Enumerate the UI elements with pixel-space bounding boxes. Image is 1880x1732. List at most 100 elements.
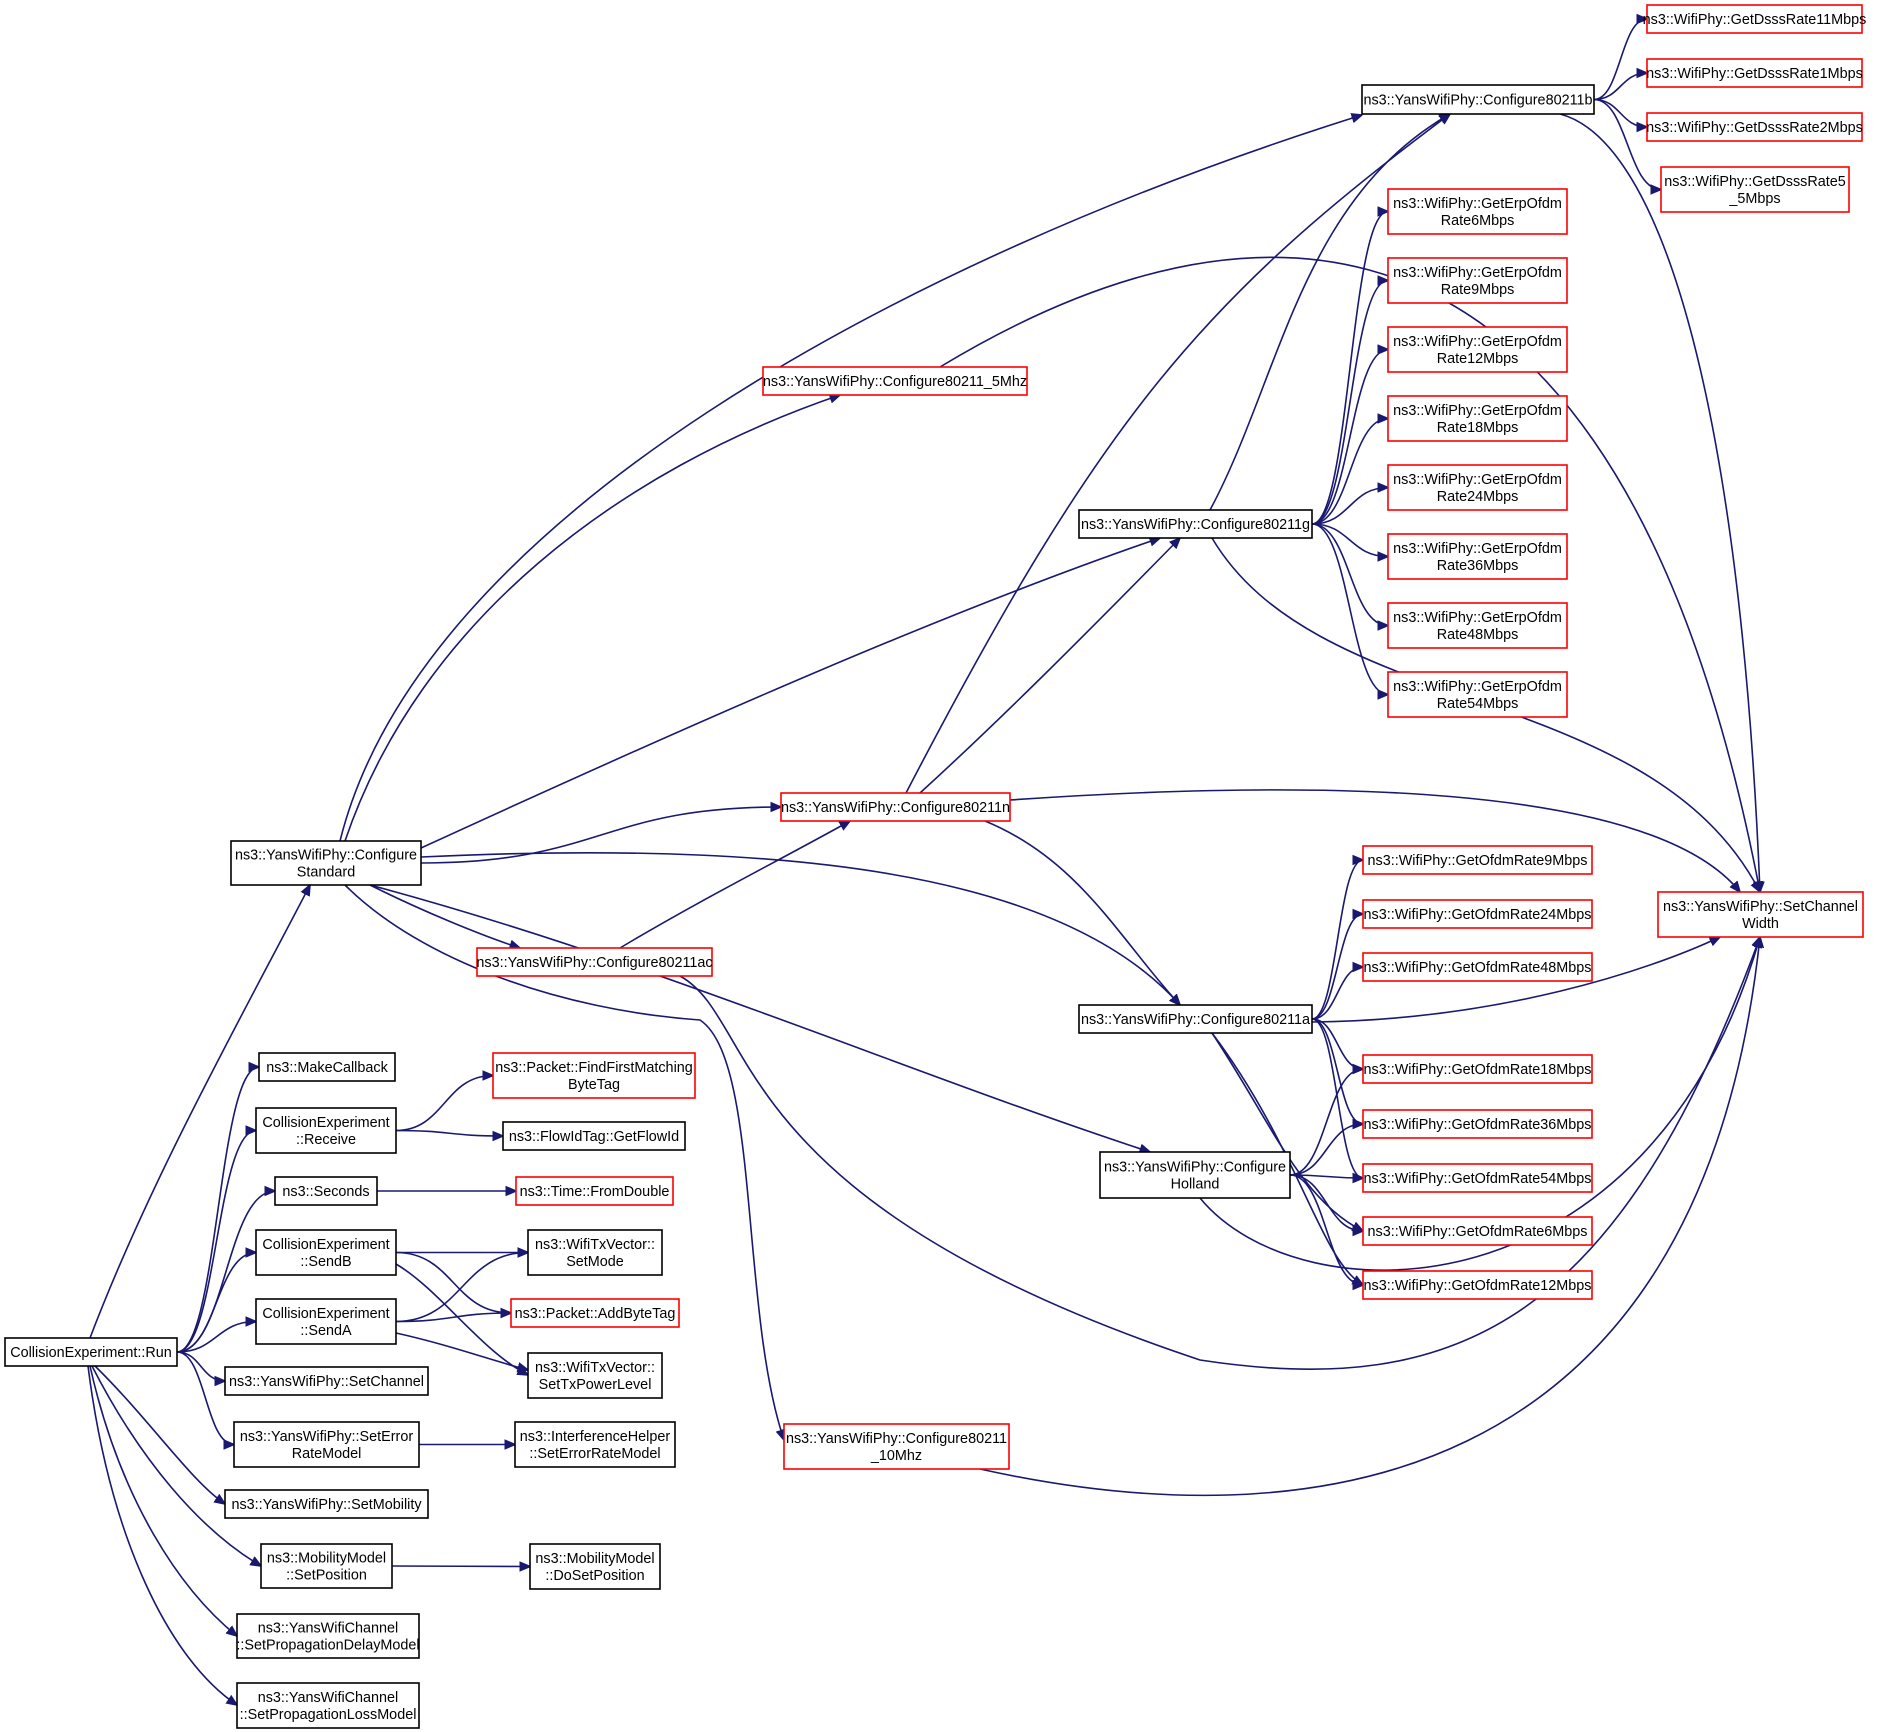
node-box-doSetPos[interactable] — [529, 1543, 661, 1590]
node-box-erp54[interactable] — [1387, 671, 1568, 718]
node-box-erp6[interactable] — [1387, 188, 1568, 235]
node-box-cfgAC[interactable] — [476, 947, 713, 977]
node-box-sendB[interactable] — [255, 1229, 397, 1276]
node-addByteTag[interactable]: ns3::Packet::AddByteTag — [510, 1298, 680, 1328]
node-makeCb[interactable]: ns3::MakeCallback — [258, 1052, 396, 1082]
node-ofdm36[interactable]: ns3::WifiPhy::GetOfdmRate36Mbps — [1362, 1109, 1593, 1139]
node-box-setMode[interactable] — [527, 1229, 663, 1276]
node-box-cfgB[interactable] — [1361, 84, 1595, 115]
node-box-setMobility[interactable] — [224, 1489, 429, 1519]
node-box-setErrRM[interactable] — [233, 1421, 420, 1468]
node-box-cfgA[interactable] — [1078, 1004, 1313, 1034]
node-ofdm18[interactable]: ns3::WifiPhy::GetOfdmRate18Mbps — [1362, 1054, 1593, 1084]
node-box-setChannel[interactable] — [224, 1366, 429, 1396]
node-dsss5[interactable]: ns3::WifiPhy::GetDsssRate5_5Mbps — [1660, 166, 1850, 213]
node-box-setPropDelay[interactable] — [236, 1613, 420, 1659]
node-box-ofdm6[interactable] — [1362, 1216, 1593, 1246]
node-setPropDelay[interactable]: ns3::YansWifiChannel::SetPropagationDela… — [236, 1613, 420, 1659]
node-box-configStd[interactable] — [230, 840, 422, 886]
node-box-erp12[interactable] — [1387, 326, 1568, 373]
node-box-dsss11[interactable] — [1646, 4, 1863, 34]
node-box-setPosition[interactable] — [260, 1543, 393, 1589]
node-box-ofdm24[interactable] — [1362, 899, 1593, 929]
node-ofdm12[interactable]: ns3::WifiPhy::GetOfdmRate12Mbps — [1362, 1270, 1593, 1300]
node-box-findFirst[interactable] — [492, 1052, 696, 1099]
node-box-receive[interactable] — [255, 1107, 397, 1154]
node-box-getFlowId[interactable] — [502, 1121, 686, 1151]
node-setMobility[interactable]: ns3::YansWifiPhy::SetMobility — [224, 1489, 429, 1519]
node-dsss11[interactable]: ns3::WifiPhy::GetDsssRate11Mbps — [1643, 4, 1867, 34]
node-cfgAC[interactable]: ns3::YansWifiPhy::Configure80211ac — [476, 947, 713, 977]
node-getFlowId[interactable]: ns3::FlowIdTag::GetFlowId — [502, 1121, 686, 1151]
node-box-erp36[interactable] — [1387, 533, 1568, 580]
node-box-cfgG[interactable] — [1078, 509, 1313, 539]
node-box-seconds[interactable] — [274, 1176, 378, 1206]
node-seconds[interactable]: ns3::Seconds — [274, 1176, 378, 1206]
node-box-cfg10mhz[interactable] — [783, 1423, 1010, 1470]
node-box-cfgN[interactable] — [780, 792, 1011, 822]
node-box-makeCb[interactable] — [258, 1052, 396, 1082]
node-box-run[interactable] — [4, 1337, 178, 1367]
node-box-ofdm9[interactable] — [1362, 845, 1593, 875]
node-box-ofdm18[interactable] — [1362, 1054, 1593, 1084]
node-setErrRM2[interactable]: ns3::InterferenceHelper::SetErrorRateMod… — [514, 1421, 676, 1468]
node-box-addByteTag[interactable] — [510, 1298, 680, 1328]
node-box-dsss2[interactable] — [1646, 112, 1863, 142]
node-box-cfg5mhz[interactable] — [762, 366, 1028, 396]
node-setPosition[interactable]: ns3::MobilityModel::SetPosition — [260, 1543, 393, 1589]
node-sendB[interactable]: CollisionExperiment::SendB — [255, 1229, 397, 1276]
node-box-ofdm54[interactable] — [1362, 1163, 1593, 1193]
node-cfgA[interactable]: ns3::YansWifiPhy::Configure80211a — [1078, 1004, 1313, 1034]
node-box-setChWidth[interactable] — [1657, 891, 1864, 938]
node-ofdm54[interactable]: ns3::WifiPhy::GetOfdmRate54Mbps — [1362, 1163, 1593, 1193]
node-box-setPropLoss[interactable] — [236, 1682, 420, 1729]
node-box-sendA[interactable] — [255, 1298, 397, 1345]
node-box-erp18[interactable] — [1387, 395, 1568, 442]
node-box-cfgHolland[interactable] — [1099, 1151, 1291, 1199]
node-run[interactable]: CollisionExperiment::Run — [4, 1337, 178, 1367]
node-setChannel[interactable]: ns3::YansWifiPhy::SetChannel — [224, 1366, 429, 1396]
node-box-erp9[interactable] — [1387, 257, 1568, 304]
node-setTxPower[interactable]: ns3::WifiTxVector::SetTxPowerLevel — [527, 1352, 663, 1399]
node-fromDouble[interactable]: ns3::Time::FromDouble — [515, 1176, 674, 1206]
node-box-ofdm12[interactable] — [1362, 1270, 1593, 1300]
node-box-erp24[interactable] — [1387, 464, 1568, 511]
node-box-dsss5[interactable] — [1660, 166, 1850, 213]
node-box-dsss1[interactable] — [1646, 58, 1863, 88]
node-setMode[interactable]: ns3::WifiTxVector::SetMode — [527, 1229, 663, 1276]
node-dsss2[interactable]: ns3::WifiPhy::GetDsssRate2Mbps — [1646, 112, 1863, 142]
node-cfg10mhz[interactable]: ns3::YansWifiPhy::Configure80211_10Mhz — [783, 1423, 1010, 1470]
node-sendA[interactable]: CollisionExperiment::SendA — [255, 1298, 397, 1345]
node-ofdm6[interactable]: ns3::WifiPhy::GetOfdmRate6Mbps — [1362, 1216, 1593, 1246]
node-cfgG[interactable]: ns3::YansWifiPhy::Configure80211g — [1078, 509, 1313, 539]
node-box-erp48[interactable] — [1387, 602, 1568, 649]
node-cfgB[interactable]: ns3::YansWifiPhy::Configure80211b — [1361, 84, 1595, 115]
node-dsss1[interactable]: ns3::WifiPhy::GetDsssRate1Mbps — [1646, 58, 1863, 88]
node-cfg5mhz[interactable]: ns3::YansWifiPhy::Configure80211_5Mhz — [762, 366, 1028, 396]
node-box-setTxPower[interactable] — [527, 1352, 663, 1399]
node-box-setErrRM2[interactable] — [514, 1421, 676, 1468]
node-ofdm24[interactable]: ns3::WifiPhy::GetOfdmRate24Mbps — [1362, 899, 1593, 929]
node-box-ofdm48[interactable] — [1362, 952, 1593, 982]
node-ofdm48[interactable]: ns3::WifiPhy::GetOfdmRate48Mbps — [1362, 952, 1593, 982]
node-setPropLoss[interactable]: ns3::YansWifiChannel::SetPropagationLoss… — [236, 1682, 420, 1729]
node-ofdm9[interactable]: ns3::WifiPhy::GetOfdmRate9Mbps — [1362, 845, 1593, 875]
node-receive[interactable]: CollisionExperiment::Receive — [255, 1107, 397, 1154]
node-box-ofdm36[interactable] — [1362, 1109, 1593, 1139]
node-doSetPos[interactable]: ns3::MobilityModel::DoSetPosition — [529, 1543, 661, 1590]
node-box-fromDouble[interactable] — [515, 1176, 674, 1206]
node-setErrRM[interactable]: ns3::YansWifiPhy::SetErrorRateModel — [233, 1421, 420, 1468]
node-cfgN[interactable]: ns3::YansWifiPhy::Configure80211n — [780, 792, 1011, 822]
